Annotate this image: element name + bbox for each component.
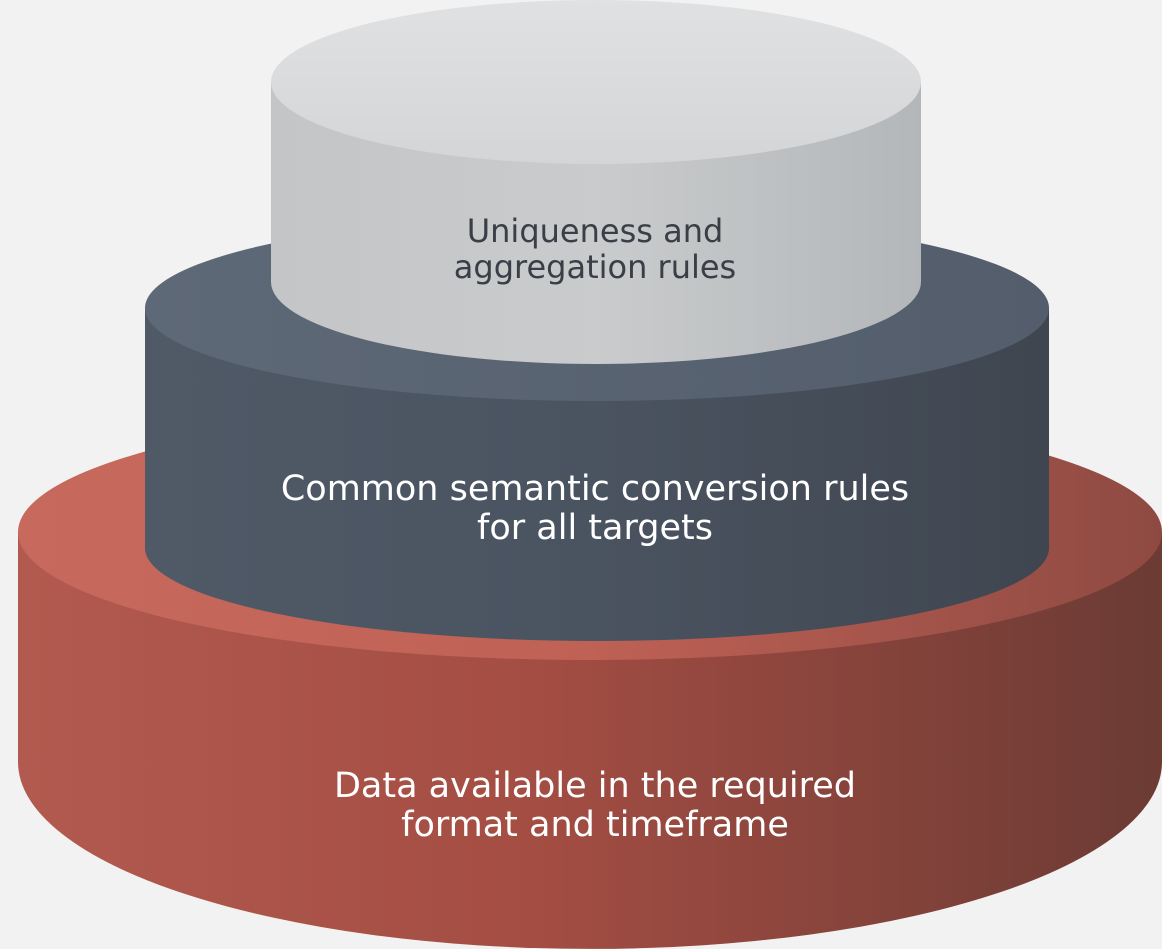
bottom-tier-label-line-1: Data available in the required <box>333 766 857 806</box>
bottom-tier-label: Data available in the required format an… <box>200 766 990 846</box>
bottom-tier-label-line-2: format and timeframe <box>401 805 789 846</box>
middle-tier-label: Common semantic conversion rules for all… <box>190 469 1000 549</box>
top-tier-disc <box>271 0 921 364</box>
top-tier-label-line-2: aggregation rules <box>453 247 737 286</box>
top-tier-top <box>271 0 921 164</box>
middle-tier-side <box>145 308 1049 641</box>
top-tier-label: Uniqueness and aggregation rules <box>330 212 860 286</box>
top-tier-label-line-1: Uniqueness and <box>466 212 724 250</box>
middle-tier-label-line-1: Common semantic conversion rules <box>280 469 910 509</box>
middle-tier-label-line-2: for all targets <box>477 508 713 549</box>
